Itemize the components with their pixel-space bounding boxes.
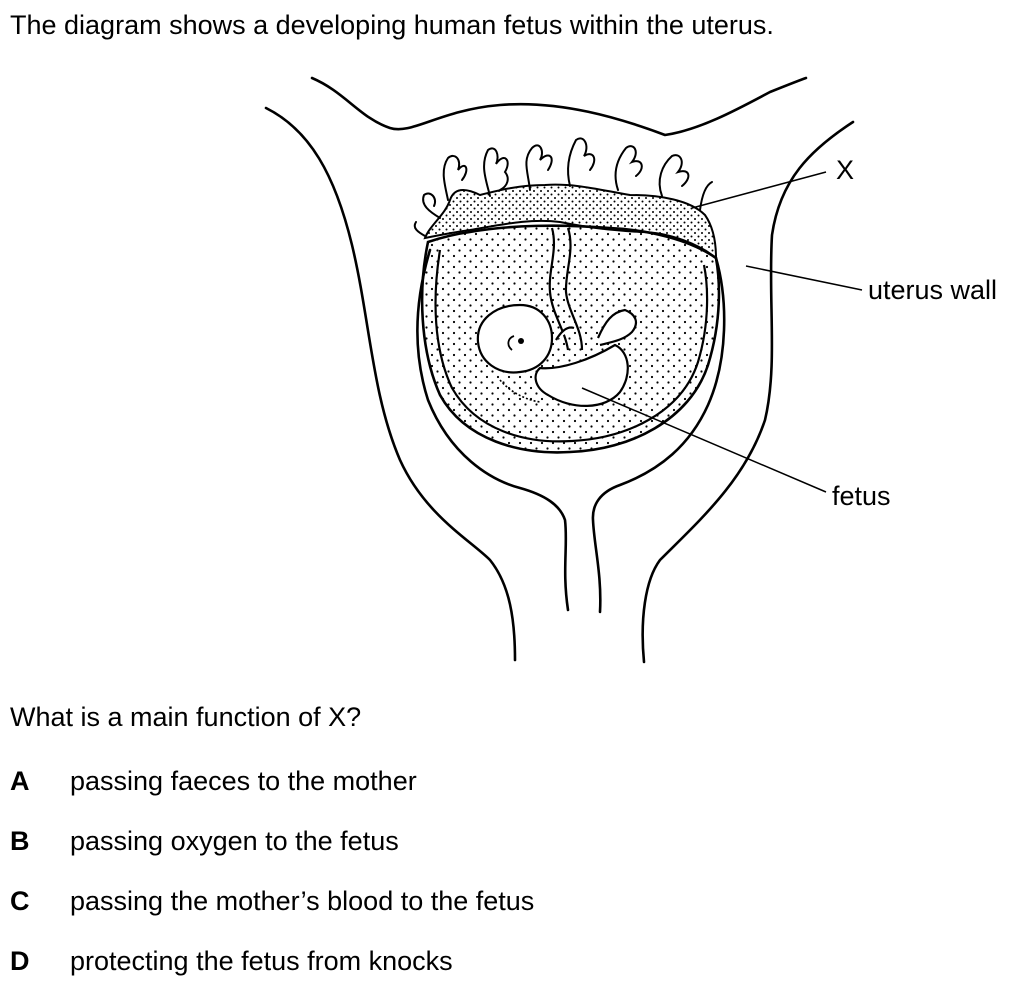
option-letter: D	[10, 946, 30, 976]
option-d[interactable]: D protecting the fetus from knocks	[10, 944, 534, 1004]
uterus-diagram: X uterus wall fetus	[264, 76, 998, 664]
option-c[interactable]: C passing the mother’s blood to the fetu…	[10, 884, 534, 944]
fetus-figure	[476, 303, 638, 407]
option-letter: A	[10, 766, 30, 796]
option-a[interactable]: A passing faeces to the mother	[10, 764, 534, 824]
uterus-left-side	[264, 106, 517, 662]
uterus-inner-left	[416, 248, 570, 612]
leader-line-uterus-wall	[745, 265, 863, 291]
amniotic-sac	[420, 224, 721, 454]
label-fetus: fetus	[832, 481, 891, 511]
label-x: X	[836, 155, 855, 185]
leader-line-x	[691, 171, 827, 209]
uterus-outer-left	[310, 76, 808, 137]
placenta	[423, 183, 718, 261]
answer-options: A passing faeces to the mother B passing…	[10, 764, 534, 1004]
uterus-diagram-svg	[264, 76, 863, 664]
option-text: passing faeces to the mother	[70, 766, 417, 796]
option-text: passing oxygen to the fetus	[70, 826, 399, 856]
label-uterus-wall: uterus wall	[868, 275, 998, 305]
option-text: passing the mother’s blood to the fetus	[70, 886, 535, 916]
option-b[interactable]: B passing oxygen to the fetus	[10, 824, 534, 884]
question-intro: The diagram shows a developing human fet…	[10, 10, 774, 40]
option-letter: C	[10, 886, 30, 916]
leader-line-fetus	[581, 387, 827, 493]
option-letter: B	[10, 826, 30, 856]
question-prompt: What is a main function of X?	[10, 702, 362, 732]
uterus-right-side	[641, 120, 855, 664]
option-text: protecting the fetus from knocks	[70, 946, 453, 976]
uterus-inner-right	[591, 256, 726, 614]
